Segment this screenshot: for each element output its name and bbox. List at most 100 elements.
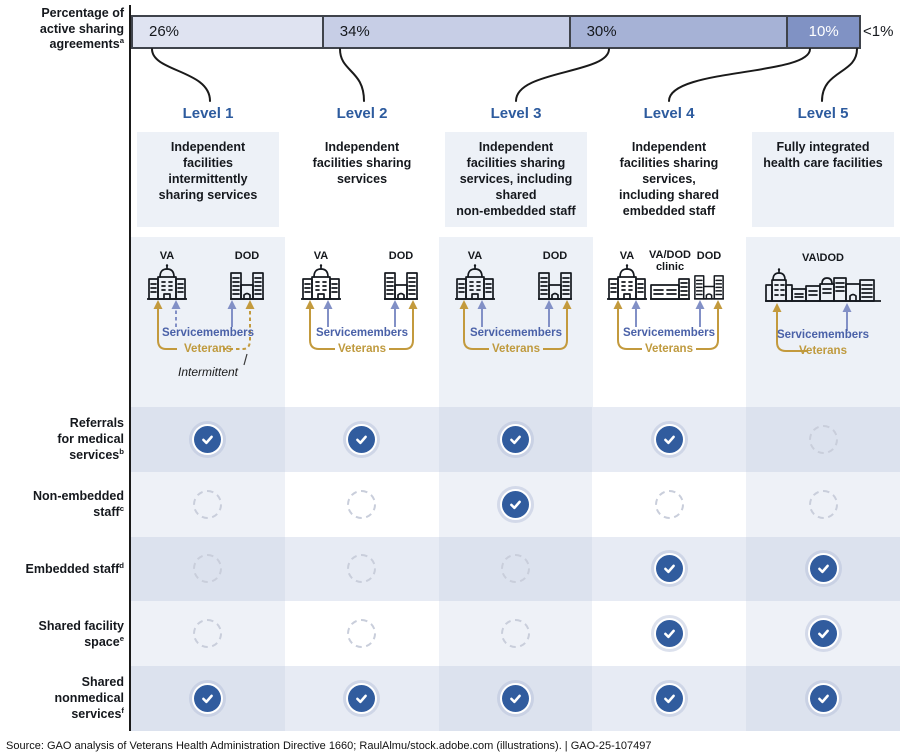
checked-icon xyxy=(501,425,529,453)
bar-segment-value: 30% xyxy=(586,23,617,40)
check-cell xyxy=(592,601,747,667)
row-label-text: Embedded staff xyxy=(25,562,120,576)
patient-flow-arrows xyxy=(153,300,255,366)
veterans-label: Veterans xyxy=(492,343,540,355)
unchecked-icon xyxy=(193,489,223,519)
row-label-non-embedded-staff: Non-embedded staffc xyxy=(0,488,124,520)
vadod-clinic-label: VA/DOD clinic xyxy=(649,249,691,273)
row-label-shared-facility-space: Shared facility spacee xyxy=(0,618,124,650)
checked-icon xyxy=(655,425,683,453)
level-1-description: Independent facilities intermittently sh… xyxy=(137,132,279,227)
veterans-label: Veterans xyxy=(645,343,693,355)
unchecked-icon xyxy=(500,554,530,584)
check-cell xyxy=(438,407,593,472)
checked-icon xyxy=(809,620,837,648)
va-label: VA xyxy=(313,250,329,262)
unchecked-icon xyxy=(654,489,684,519)
axis-label: Percentage of active sharing agreementsa xyxy=(0,6,124,53)
check-cell xyxy=(746,666,900,731)
row-label-shared-nonmedical-services: Shared nonmedical servicesf xyxy=(0,674,124,722)
checklist-row-embedded-staff xyxy=(131,536,900,602)
check-cell xyxy=(284,601,439,667)
unchecked-icon xyxy=(347,489,377,519)
check-cell xyxy=(131,536,285,602)
patient-flow-arrows xyxy=(613,300,723,350)
checklist-row-non-embedded-staff xyxy=(131,471,900,537)
checked-icon xyxy=(655,555,683,583)
check-cell xyxy=(592,666,747,731)
bar-segment-level-3: 30% xyxy=(568,17,787,47)
row-label-superscript: b xyxy=(119,446,124,456)
checked-icon xyxy=(194,685,222,713)
check-cell xyxy=(592,471,747,537)
checklist-row-shared-nonmedical-services xyxy=(131,666,900,731)
level-3-icons: VA DOD Servicemembers Veterans xyxy=(439,237,593,407)
va-label: VA xyxy=(619,250,635,262)
check-cell xyxy=(284,536,439,602)
intermittent-label: Intermittent xyxy=(177,365,239,379)
check-cell xyxy=(746,601,900,667)
checklist-row-shared-facility-space xyxy=(131,601,900,667)
checked-icon xyxy=(655,620,683,648)
level-4-title: Level 4 xyxy=(643,105,695,122)
check-cell xyxy=(746,471,900,537)
checked-icon xyxy=(348,685,376,713)
axis-label-text: Percentage of active sharing agreements xyxy=(39,6,124,51)
unchecked-icon xyxy=(193,619,223,649)
level-4-description: Independent facilities sharing services,… xyxy=(618,140,719,218)
row-label-superscript: e xyxy=(119,633,124,643)
check-cell xyxy=(746,407,900,472)
unchecked-icon xyxy=(193,554,223,584)
checked-icon xyxy=(809,685,837,713)
bar-segment-level-2: 34% xyxy=(321,17,569,47)
level-5-icons: VA\DOD Servicemembers Veterans xyxy=(746,237,900,407)
row-label-superscript: c xyxy=(119,503,124,513)
checklist-row-referrals xyxy=(131,407,900,472)
unchecked-icon xyxy=(808,424,838,454)
level-1-title: Level 1 xyxy=(182,105,234,122)
patient-flow-arrows xyxy=(772,303,852,352)
row-label-text: Shared facility space xyxy=(38,619,124,649)
level-1-icons: VA DOD Servicemembers Veterans Intermitt… xyxy=(131,237,285,407)
percentage-bar: 26% 34% 30% 10% xyxy=(131,15,861,49)
checked-icon xyxy=(501,490,529,518)
bar-segment-value: 34% xyxy=(339,23,370,40)
dod-label: DOD xyxy=(696,250,722,262)
checked-icon xyxy=(655,685,683,713)
check-cell xyxy=(746,536,900,602)
dod-label: DOD xyxy=(234,250,260,262)
bar-segment-level-4: 10% xyxy=(786,17,859,47)
connector-level-2 xyxy=(339,48,365,102)
connector-level-3 xyxy=(515,48,610,102)
checked-icon xyxy=(194,425,222,453)
unchecked-icon xyxy=(347,619,377,649)
level-2-description: Independent facilities sharing services xyxy=(312,140,412,186)
servicemembers-label: Servicemembers xyxy=(469,327,563,339)
row-label-superscript: d xyxy=(119,560,124,570)
checklist-grid xyxy=(131,407,900,731)
check-cell xyxy=(592,407,747,472)
unchecked-icon xyxy=(500,619,530,649)
check-cell xyxy=(592,536,747,602)
level-5-title: Level 5 xyxy=(797,105,849,122)
servicemembers-label: Servicemembers xyxy=(161,327,255,339)
row-label-text: Referrals for medical services xyxy=(57,416,124,462)
servicemembers-label: Servicemembers xyxy=(622,327,716,339)
axis-label-superscript: a xyxy=(119,35,124,45)
servicemembers-label: Servicemembers xyxy=(315,327,409,339)
unchecked-icon xyxy=(808,489,838,519)
servicemembers-label: Servicemembers xyxy=(776,329,870,341)
level-5-description: Fully integrated health care facilities xyxy=(752,132,894,227)
connector-level-1 xyxy=(151,48,211,102)
row-label-text: Non-embedded staff xyxy=(33,489,124,519)
level-2-icons: VA DOD Servicemembers Veterans xyxy=(285,237,439,407)
patient-flow-arrows xyxy=(305,300,418,350)
check-cell xyxy=(131,471,285,537)
bar-segment-level-1: 26% xyxy=(133,17,322,47)
level-2-title: Level 2 xyxy=(336,105,388,122)
dod-label: DOD xyxy=(388,250,414,262)
veterans-label: Veterans xyxy=(184,343,232,355)
level-4-icons: VA VA/DOD clinic DOD Servicemembers Vete… xyxy=(592,237,746,407)
veterans-label: Veterans xyxy=(799,345,847,357)
va-label: VA xyxy=(159,250,175,262)
